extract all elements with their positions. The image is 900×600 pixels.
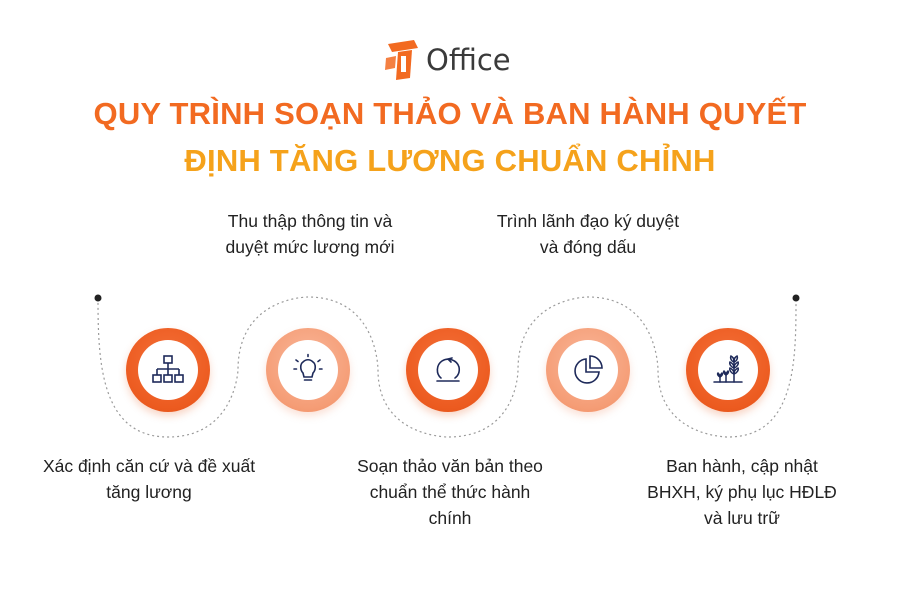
step-3-inner: [418, 340, 478, 400]
step-2-label: Thu thập thông tin và duyệt mức lương mớ…: [225, 211, 395, 257]
org-chart-icon: [152, 355, 184, 383]
step-1-inner: [138, 340, 198, 400]
step-1-circle: [126, 328, 210, 412]
step-4-circle: [546, 328, 630, 412]
step-5-circle: [686, 328, 770, 412]
path-end-dot: [792, 294, 800, 302]
step-5-label: Ban hành, cập nhật BHXH, ký phụ lục HĐLĐ…: [647, 456, 837, 528]
path-start-dot: [94, 294, 102, 302]
plant-growth-icon: [713, 354, 743, 383]
step-3-label: Soạn thảo văn bản theo chuẩn thể thức hà…: [357, 456, 543, 528]
step-4-inner: [558, 340, 618, 400]
step-5-inner: [698, 340, 758, 400]
page-title-line1: QUY TRÌNH SOẠN THẢO VÀ BAN HÀNH QUYẾT: [93, 96, 807, 131]
brand-logo: Office: [384, 38, 511, 82]
step-2-circle: [266, 328, 350, 412]
page-title-line2: ĐỊNH TĂNG LƯƠNG CHUẨN CHỈNH: [184, 143, 716, 178]
brand-mark-icon: [385, 40, 418, 80]
pie-chart-icon: [574, 355, 603, 384]
step-3-circle: [406, 328, 490, 412]
step-1-label: Xác định căn cứ và đề xuất tăng lương: [42, 456, 256, 502]
step-4-label: Trình lãnh đạo ký duyệt và đóng dấu: [496, 211, 680, 257]
lightbulb-icon: [293, 353, 323, 381]
step-2-inner: [278, 340, 338, 400]
cycle-arrow-icon: [436, 357, 461, 382]
dotted-connector: [97, 296, 797, 438]
brand-name: Office: [426, 43, 511, 77]
